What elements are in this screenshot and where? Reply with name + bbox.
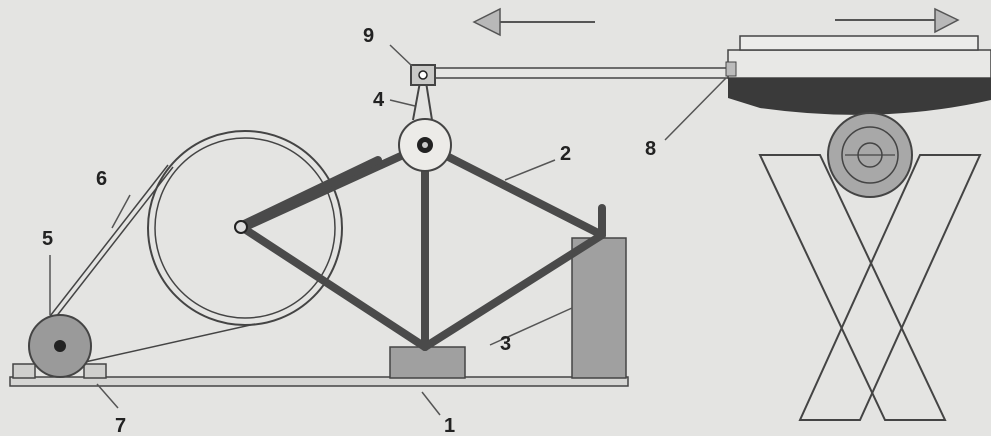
label-7: 7: [115, 415, 126, 436]
label-2: 2: [560, 143, 571, 165]
motor-pulley: [28, 314, 92, 378]
flywheel: [147, 130, 343, 326]
leader-lines: [49, 44, 727, 416]
crank-pin: [234, 220, 248, 234]
slider-block: [410, 64, 436, 86]
arrow-left-icon: [472, 7, 595, 37]
label-9: 9: [363, 25, 374, 47]
table: [725, 35, 991, 115]
label-4: 4: [373, 89, 385, 111]
label-3: 3: [500, 333, 511, 355]
label-6: 6: [96, 168, 107, 190]
frame: [236, 141, 606, 351]
label-5: 5: [42, 228, 53, 250]
x-stand: [758, 154, 982, 421]
lever: [412, 81, 433, 121]
roller: [827, 112, 913, 198]
pivot-block: [389, 346, 466, 379]
label-1: 1: [444, 415, 455, 436]
arrow-right-icon: [835, 7, 960, 34]
motor-mount-right: [83, 363, 107, 379]
base-plate: [9, 376, 629, 387]
label-8: 8: [645, 138, 656, 160]
connecting-rod: [431, 67, 733, 79]
drive-belt: [46, 164, 256, 363]
support-post: [571, 237, 627, 379]
upper-pulley: [398, 118, 452, 172]
motor-mount-left: [12, 363, 36, 379]
